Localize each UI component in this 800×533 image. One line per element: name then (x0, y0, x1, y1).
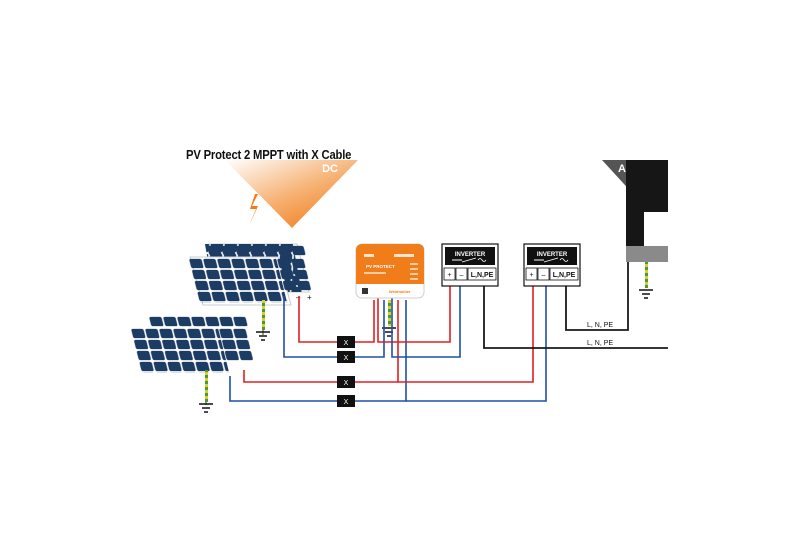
inverter-2: INVERTER + – L,N,PE (523, 243, 581, 287)
dc-label: DC (322, 163, 338, 175)
plus-terminal: + (529, 272, 533, 279)
pv-array-lower (130, 316, 255, 405)
svg-text:X: X (344, 355, 349, 362)
minus-terminal: – (460, 272, 464, 279)
inverter-label: INVERTER (455, 252, 486, 258)
svg-text:X: X (344, 399, 349, 406)
ac-line-label-2: L, N, PE (587, 340, 613, 347)
ground-icon (199, 403, 213, 413)
x-connector: X (337, 336, 355, 348)
dc-cone: DC (225, 160, 358, 228)
plus-mark: + (307, 293, 312, 302)
pv-protect-device: PV PROTECT Weidmüller (355, 243, 425, 299)
ground-icon (256, 331, 270, 341)
x-connector: X (337, 395, 355, 407)
ac-terminal: L,N,PE (471, 272, 494, 279)
ac-line-label-1: L, N, PE (587, 322, 613, 329)
device-name: PV PROTECT (366, 264, 395, 269)
dc-cables (229, 286, 547, 402)
svg-text:X: X (344, 340, 349, 347)
device-brand: Weidmüller (389, 289, 411, 294)
lightning-bolt-icon (249, 194, 258, 226)
minus-terminal: – (542, 272, 546, 279)
diagram-title: PV Protect 2 MPPT with X Cable (186, 148, 352, 162)
pv-array-upper (188, 243, 313, 335)
x-connector: X (337, 376, 355, 388)
svg-text:X: X (344, 380, 349, 387)
ac-terminal: L,N,PE (553, 272, 576, 279)
ground-icon (639, 289, 653, 299)
inverter-label: INVERTER (537, 252, 568, 258)
ac-building: AC (602, 160, 668, 262)
plus-terminal: + (447, 272, 451, 279)
x-connector: X (337, 351, 355, 363)
ac-cables (483, 262, 668, 349)
inverter-1: INVERTER + – L,N,PE (441, 243, 499, 287)
ground-wires (205, 262, 648, 402)
